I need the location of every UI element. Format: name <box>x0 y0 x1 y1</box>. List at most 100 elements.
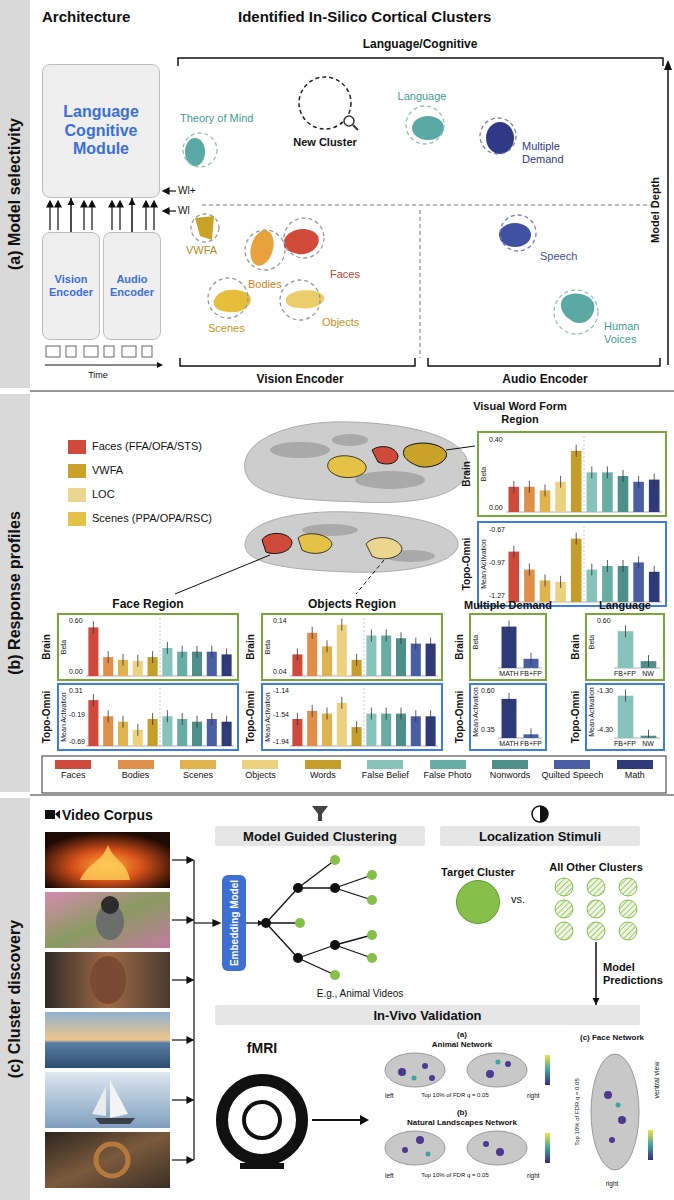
error-bar <box>327 708 328 720</box>
node-text: Model Guided Clustering <box>243 829 397 844</box>
label-text: Beta <box>588 635 596 649</box>
graphic-ellipse <box>90 956 126 1004</box>
error-bar <box>576 533 577 545</box>
arrow-head <box>129 198 136 205</box>
label-text: 0.60 <box>69 617 83 625</box>
graphic-line <box>446 446 475 450</box>
graphic-circle <box>616 1103 621 1108</box>
graphic-line <box>667 68 669 365</box>
section-band: (c) Cluster discovery <box>0 798 30 1200</box>
graphic-path <box>298 534 332 554</box>
graphic-polygon <box>213 920 220 926</box>
graphic-path <box>195 216 214 240</box>
error-bar <box>152 651 153 663</box>
legend-swatch <box>68 488 86 502</box>
error-bar <box>182 646 183 658</box>
label-text: Mean Activation <box>472 687 480 736</box>
legend-swatch <box>55 760 91 769</box>
module-box: Audio Encoder <box>103 232 161 340</box>
graphic-ellipse <box>385 1131 445 1165</box>
graphic-circle <box>416 1136 424 1144</box>
label-text: Bodies <box>248 278 282 291</box>
label-text: Language/Cognitive <box>363 38 478 52</box>
graphic-polygon <box>143 201 149 207</box>
error-bar <box>93 694 94 706</box>
graphic-polygon <box>187 1157 193 1163</box>
label-text: left <box>385 1092 394 1099</box>
graphic-ellipse <box>467 1131 527 1165</box>
label-text: (a) <box>457 1030 467 1039</box>
graphic-path <box>366 538 402 559</box>
label-text: 0.35 <box>481 726 495 734</box>
label-text: Objects <box>322 316 359 329</box>
graphic-line <box>111 206 112 230</box>
error-bar <box>123 716 124 728</box>
graphic-line <box>298 945 335 958</box>
graphic-line <box>194 922 214 923</box>
graphic-circle <box>555 922 573 940</box>
label-text: 0.00 <box>489 504 503 512</box>
graphic-line <box>266 888 298 923</box>
bar <box>502 627 517 668</box>
graphic-circle <box>280 280 320 320</box>
graphic-line <box>57 206 58 230</box>
graphic-line <box>335 875 372 888</box>
label-text: Time <box>88 370 108 380</box>
graphic-rect <box>45 810 55 819</box>
node-text: Target Cluster <box>441 866 515 878</box>
error-bar <box>430 638 431 650</box>
label-text: fMRI <box>247 1040 277 1056</box>
legend-text: Bodies <box>105 771 167 780</box>
node-text: (b) Response profiles <box>6 511 24 675</box>
legend-text: VWFA <box>92 464 123 477</box>
graphic-rect <box>122 346 136 357</box>
connector <box>593 942 600 1005</box>
graphic-ellipse <box>467 1053 527 1087</box>
label-text: FB+FP <box>520 670 542 678</box>
graphic-g <box>295 855 377 980</box>
legend-text: False Belief <box>354 771 416 780</box>
error-bar <box>312 627 313 639</box>
label-text: Identified In-Silico Cortical Clusters <box>238 8 491 25</box>
legend-text: Words <box>292 771 354 780</box>
graphic-line <box>298 860 335 888</box>
legend-text: Nonwords <box>479 771 541 780</box>
graphic-line <box>356 560 384 594</box>
graphic-circle <box>604 1091 612 1099</box>
error-bar <box>93 621 94 633</box>
label-text: Beta <box>472 635 480 649</box>
label-text: Wl <box>178 205 190 217</box>
legend-swatch <box>68 440 86 454</box>
error-bar <box>654 474 655 486</box>
graphic-ellipse <box>591 1054 639 1170</box>
label-text: -0.69 <box>69 738 85 746</box>
graphic-path <box>92 1086 106 1116</box>
error-bar <box>648 655 649 667</box>
graphic-circle <box>222 1080 302 1160</box>
label-text: Language <box>599 599 651 612</box>
chart-frame <box>58 684 238 750</box>
graphic-circle <box>609 1137 615 1143</box>
graphic-circle <box>330 940 340 950</box>
graphic-g <box>555 878 637 940</box>
error-bar <box>623 560 624 572</box>
graphic-ellipse <box>385 1053 445 1087</box>
node-text: Language Cognitive Module <box>45 103 157 158</box>
graphic-circle <box>284 218 324 258</box>
graphic-circle <box>619 878 637 896</box>
label-text: -0.19 <box>69 711 85 719</box>
graphic-g <box>412 1060 621 1157</box>
graphic-circle <box>295 918 305 928</box>
error-bar <box>638 476 639 488</box>
label-text: Brain <box>461 461 473 487</box>
graphic-line <box>335 945 372 958</box>
graphic-line <box>172 979 188 980</box>
error-bar <box>211 713 212 725</box>
legend-text: LOC <box>92 488 115 501</box>
graphic-circle <box>244 1102 280 1138</box>
label-text: Brain <box>454 634 466 660</box>
error-bar <box>430 710 431 722</box>
graphic-rect <box>545 1133 550 1163</box>
arrow-head <box>68 198 75 205</box>
label-text: FB+FP <box>614 670 636 678</box>
